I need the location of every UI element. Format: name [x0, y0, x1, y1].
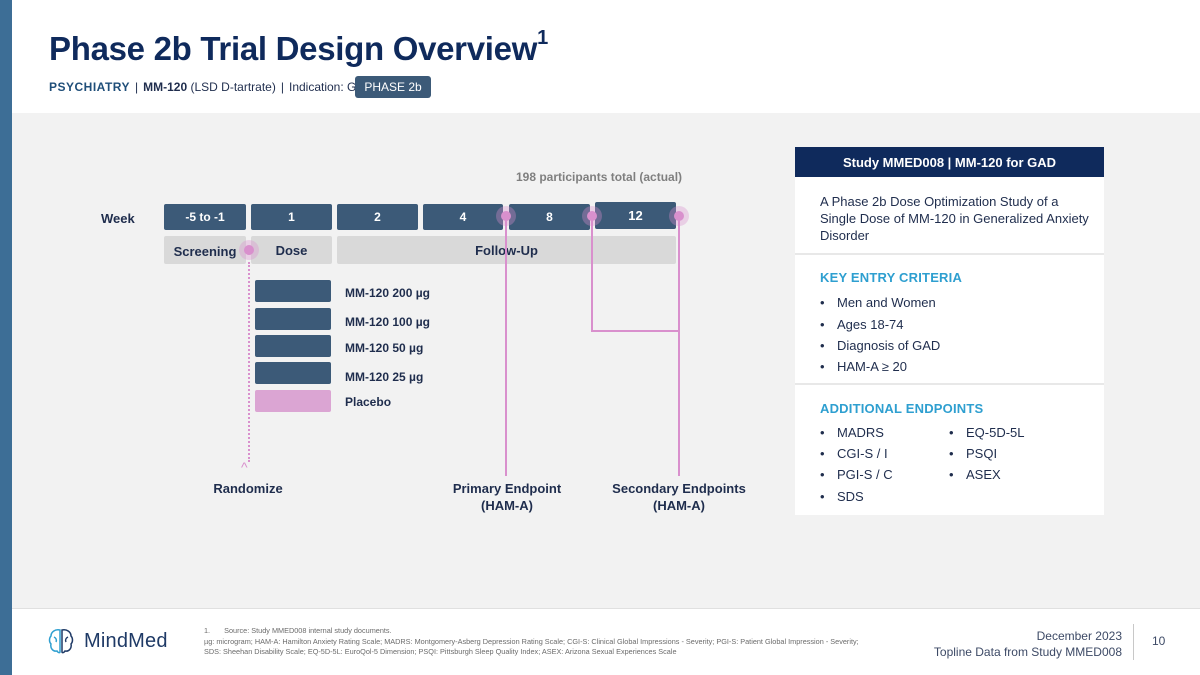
phase-screening: Screening — [164, 236, 246, 264]
endpoint-item: PGI-S / C — [820, 467, 893, 482]
week8-marker — [582, 206, 602, 226]
drug-detail: (LSD D-tartrate) — [190, 80, 276, 94]
criteria-item: Diagnosis of GAD — [820, 338, 940, 353]
endpoint-item: ASEX — [949, 467, 1001, 482]
criteria-title: KEY ENTRY CRITERIA — [820, 270, 963, 285]
week-box: 4 — [423, 204, 503, 230]
logo-text: MindMed — [84, 629, 168, 652]
criteria-item: HAM-A ≥ 20 — [820, 359, 907, 374]
indication-label: Indication: GAD — [288, 80, 374, 94]
footnote: 1.Source: Study MMED008 internal study d… — [204, 626, 859, 656]
endpoint-item: EQ-5D-5L — [949, 425, 1025, 440]
randomize-marker — [239, 240, 259, 260]
arm-label: MM-120 50 µg — [345, 341, 424, 355]
arm-bar-50 — [255, 335, 331, 357]
phase-dose: Dose — [251, 236, 332, 264]
week-axis-label: Week — [101, 211, 135, 226]
study-description: A Phase 2b Dose Optimization Study of a … — [820, 194, 1089, 243]
footer-divider — [12, 608, 1200, 609]
footnote-ref: 1 — [537, 27, 548, 49]
arm-bar-100 — [255, 308, 331, 330]
secondary-endpoint-line — [678, 216, 680, 476]
endpoint-item: MADRS — [820, 425, 884, 440]
divider — [795, 383, 1104, 385]
endpoint-item: PSQI — [949, 446, 997, 461]
randomize-label: Randomize — [213, 481, 283, 496]
week8-connector-line — [591, 216, 593, 332]
secondary-endpoints-label: Secondary Endpoints(HAM-A) — [612, 481, 746, 513]
week-box: 2 — [337, 204, 418, 230]
page-title: Phase 2b Trial Design Overview1 — [49, 27, 548, 67]
endpoint-item: SDS — [820, 489, 864, 504]
study-header: Study MMED008 | MM-120 for GAD — [795, 147, 1104, 177]
endpoints-title: ADDITIONAL ENDPOINTS — [820, 401, 984, 416]
criteria-item: Ages 18-74 — [820, 317, 904, 332]
endpoint-item: CGI-S / I — [820, 446, 888, 461]
subtitle-line: PSYCHIATRY|MM-120 (LSD D-tartrate)|Indic… — [49, 80, 381, 94]
footer-date: December 2023 Topline Data from Study MM… — [933, 629, 1122, 659]
arm-label: Placebo — [345, 395, 392, 409]
arm-bar-25 — [255, 362, 331, 384]
page-number: 10 — [1152, 634, 1166, 648]
week-box: 8 — [509, 204, 590, 230]
arm-bar-200 — [255, 280, 331, 302]
participants-total: 198 participants total (actual) — [516, 170, 683, 184]
week-box: 12 — [595, 202, 676, 229]
mindmed-logo: MindMed — [48, 627, 168, 655]
arm-label: MM-120 100 µg — [345, 315, 430, 329]
arm-label: MM-120 25 µg — [345, 370, 424, 384]
divider — [795, 253, 1104, 255]
phase-badge: PHASE 2b — [355, 76, 431, 98]
category-label: PSYCHIATRY — [49, 80, 131, 94]
left-accent-stripe — [0, 0, 12, 675]
arm-label: MM-120 200 µg — [345, 286, 430, 300]
criteria-item: Men and Women — [820, 295, 936, 310]
arm-bar-placebo — [255, 390, 331, 412]
primary-endpoint-line — [505, 216, 507, 476]
week-box: -5 to -1 — [164, 204, 246, 230]
drug-name: MM-120 — [143, 80, 188, 94]
randomize-line — [248, 262, 250, 462]
week4-marker — [496, 206, 516, 226]
footer-separator — [1133, 624, 1134, 660]
week-box: 1 — [251, 204, 332, 230]
caret-up-icon: ^ — [241, 459, 248, 475]
week12-marker — [669, 206, 689, 226]
brain-icon — [48, 629, 74, 654]
secondary-connector-line — [591, 330, 680, 332]
primary-endpoint-label: Primary Endpoint(HAM-A) — [452, 481, 562, 513]
